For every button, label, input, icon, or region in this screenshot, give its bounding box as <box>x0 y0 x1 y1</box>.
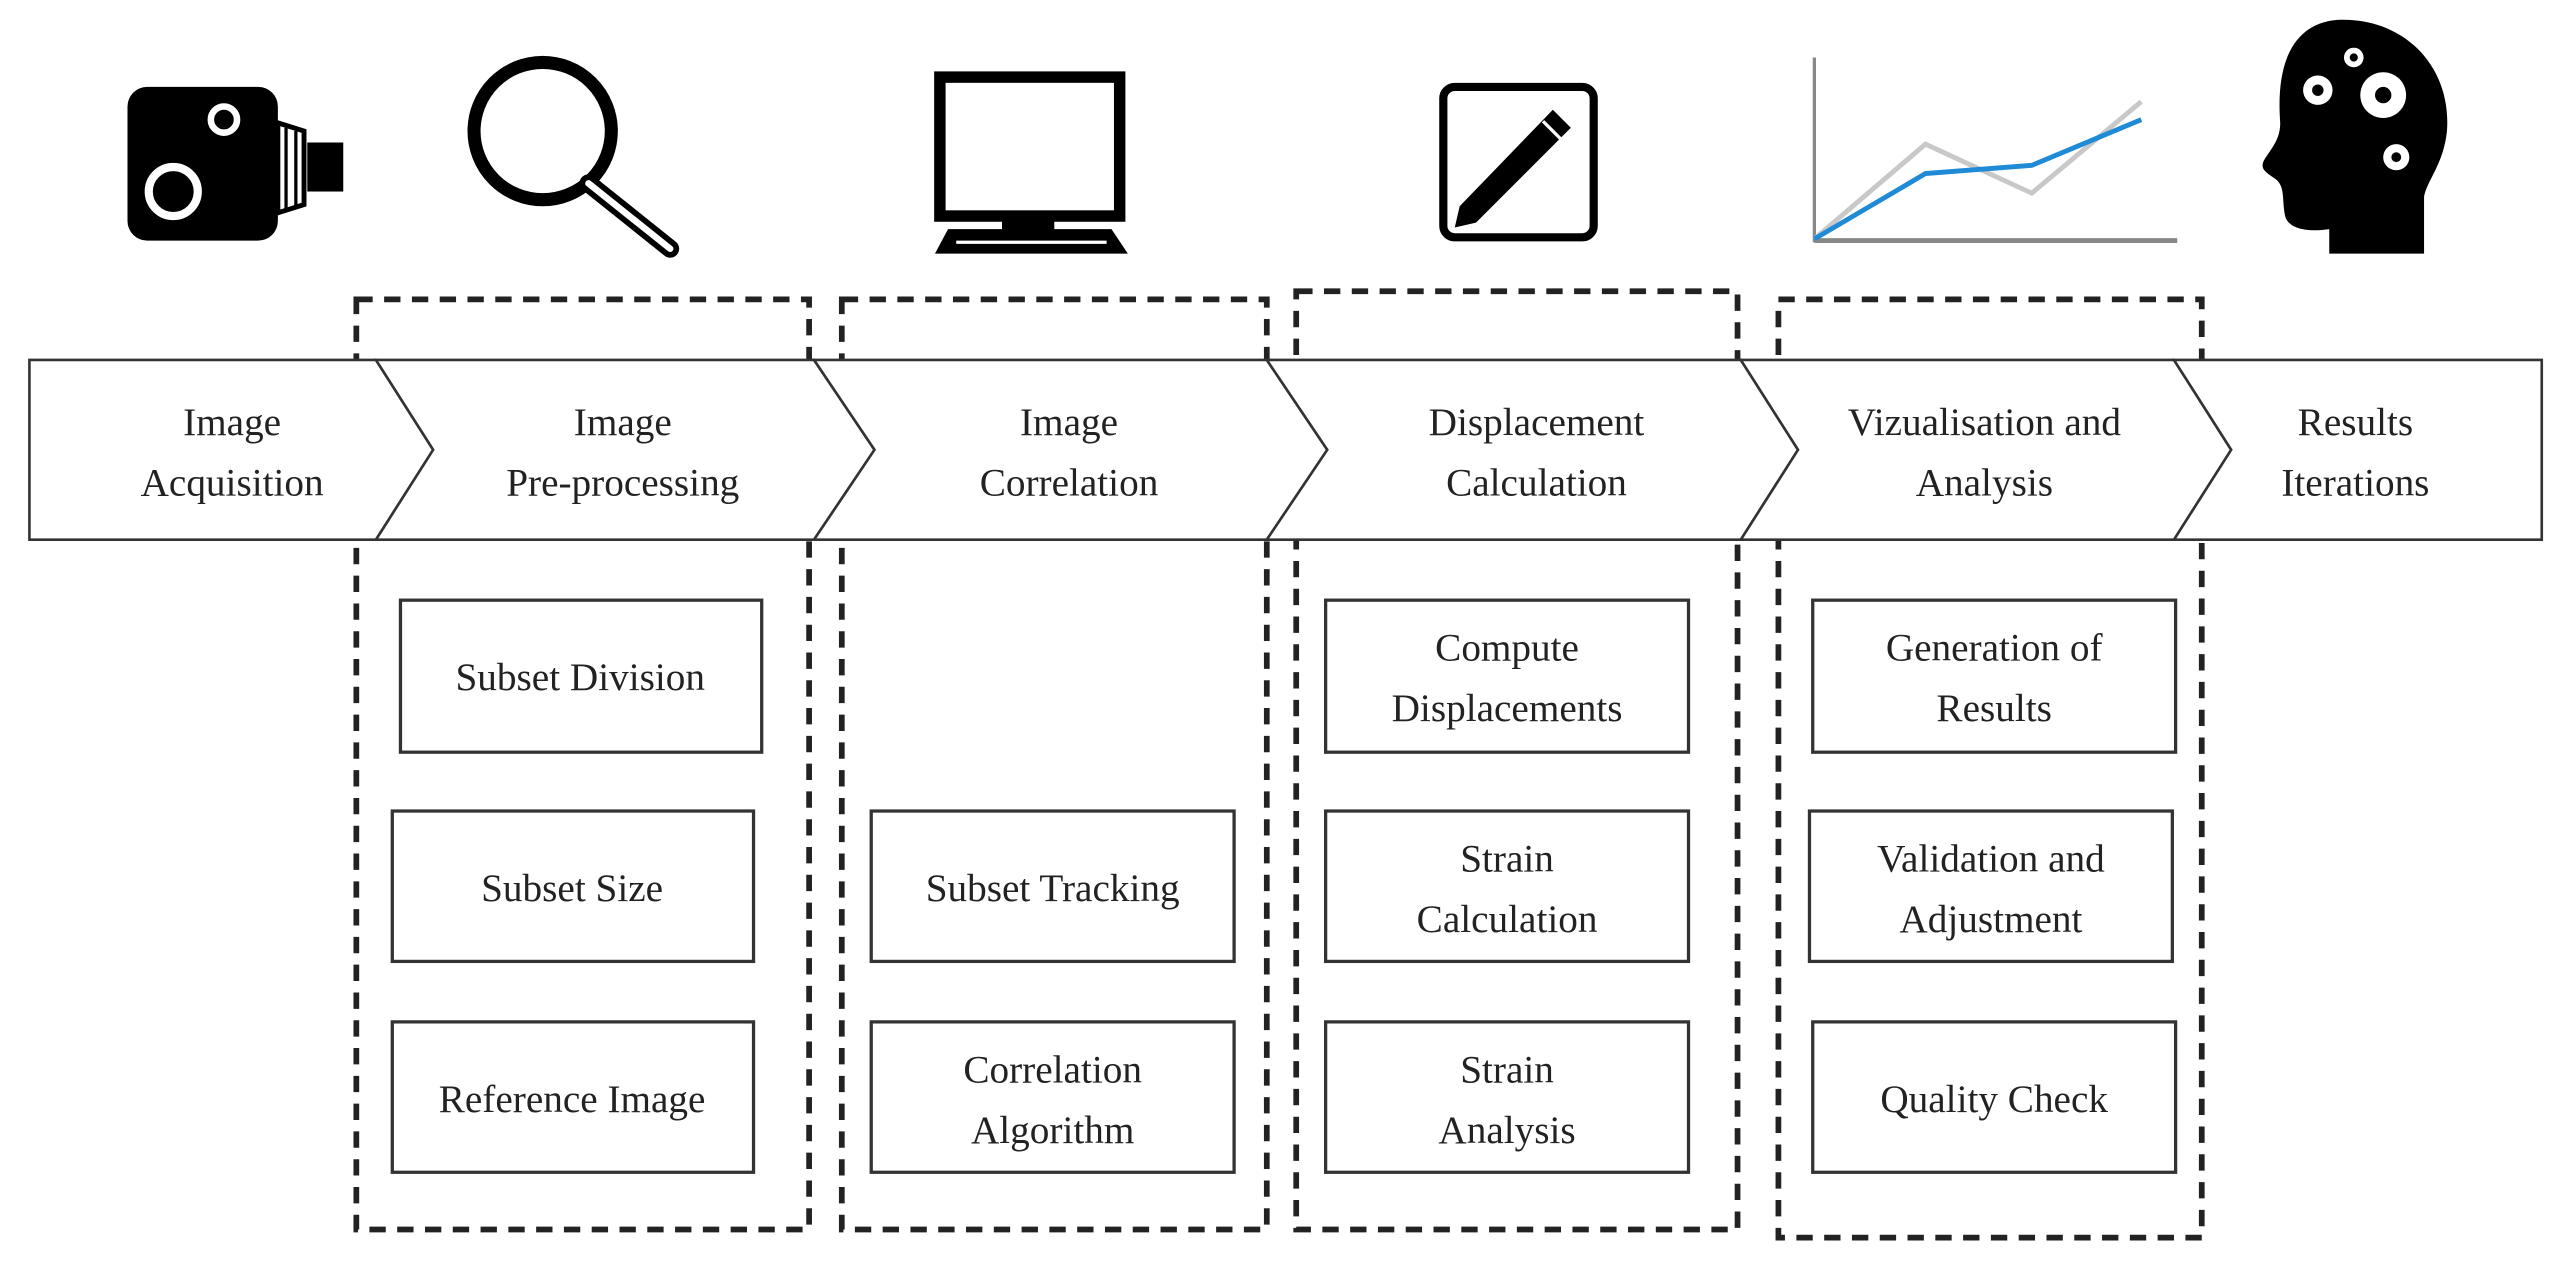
stage-2-label-line2: Pre-processing <box>506 462 739 505</box>
chevron-stage-6 <box>2171 358 2544 542</box>
head-gears-icon <box>2262 19 2448 254</box>
step-label: Displacements <box>1392 687 1623 730</box>
step-box <box>1811 598 2178 754</box>
displacement-steps: Compute Displacements Strain Calculation… <box>1323 598 1691 1174</box>
preprocessing-steps: Subset Division Subset Size Reference Im… <box>390 598 764 1174</box>
group-visualisation <box>1775 296 2205 1241</box>
chevron-stage-1 <box>28 358 435 542</box>
stage-5-label-line2: Analysis <box>1916 462 2053 505</box>
step-box <box>398 598 764 754</box>
step-label: Algorithm <box>971 1109 1134 1152</box>
chevron-stage-3 <box>811 358 1329 542</box>
stage-4-label-line1: Displacement <box>1429 401 1645 444</box>
step-label: Results <box>1936 687 2052 730</box>
chevron-stage-4 <box>1264 358 1800 542</box>
step-label: Quality Check <box>1880 1078 2108 1121</box>
stage-2-label-line1: Image <box>574 401 672 444</box>
step-label: Subset Division <box>456 656 706 699</box>
correlation-steps: Subset Tracking Correlation Algorithm <box>869 809 1236 1174</box>
step-label: Adjustment <box>1899 898 2082 941</box>
step-label: Reference Image <box>439 1078 706 1121</box>
step-label: Validation and <box>1877 838 2105 881</box>
step-label: Analysis <box>1438 1109 1575 1152</box>
chevron-stage-5 <box>1738 358 2233 542</box>
step-label: Strain <box>1460 1048 1554 1091</box>
step-box <box>869 809 1236 964</box>
step-label: Generation of <box>1886 627 2104 670</box>
chevron-stage-2 <box>373 358 877 542</box>
camera-icon <box>127 86 344 241</box>
step-label: Subset Size <box>481 867 663 910</box>
stage-4-label-line2: Calculation <box>1446 462 1627 505</box>
step-box <box>1807 809 2174 964</box>
stage-3-label-line2: Correlation <box>980 462 1159 505</box>
step-label: Strain <box>1460 838 1554 881</box>
step-box <box>1323 1020 1691 1174</box>
group-correlation <box>838 296 1270 1233</box>
monitor-icon <box>934 71 1128 254</box>
stage-3-label-line1: Image <box>1020 401 1118 444</box>
stage-1-label-line2: Acquisition <box>141 462 324 505</box>
step-box <box>869 1020 1236 1174</box>
visualisation-steps: Generation of Results Validation and Adj… <box>1807 598 2178 1174</box>
chart-blue-line <box>1813 117 2143 242</box>
step-label: Compute <box>1435 627 1579 670</box>
step-label: Calculation <box>1417 898 1598 941</box>
step-label: Subset Tracking <box>926 867 1180 910</box>
step-box <box>390 1020 756 1174</box>
stage-1-label-line1: Image <box>183 401 281 444</box>
step-box <box>1323 809 1691 964</box>
step-box <box>1811 1020 2178 1174</box>
group-preprocessing <box>353 296 812 1233</box>
line-chart-icon <box>1812 57 2178 244</box>
stage-labels: Image Acquisition Image Pre-processing I… <box>141 401 2430 504</box>
stage-6-label-line1: Results <box>2298 401 2413 444</box>
step-box <box>1323 598 1691 754</box>
pencil-icon <box>1439 82 1598 242</box>
stage-5-label-line1: Vizualisation and <box>1848 401 2122 444</box>
step-label: Correlation <box>963 1048 1142 1091</box>
magnifier-icon <box>467 55 680 258</box>
group-displacement <box>1293 288 1741 1233</box>
stage-6-label-line2: Iterations <box>2281 462 2429 505</box>
step-box <box>390 809 756 964</box>
process-chevron-band <box>28 358 2544 542</box>
